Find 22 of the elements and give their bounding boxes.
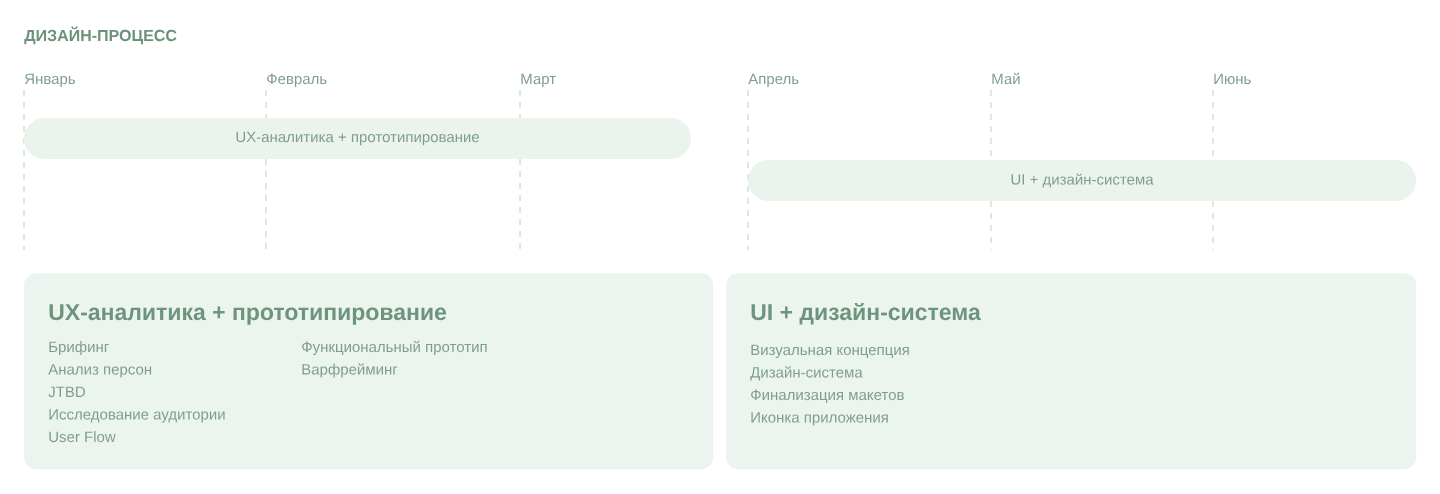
list-item: JTBD [48,386,85,398]
list-item: Анализ персон [48,364,152,378]
month-label: Июнь [1214,73,1251,85]
list-item: Функциональный прототип [302,340,487,356]
month-label: Февраль [267,73,327,88]
month-label: Январь [24,73,75,88]
card-heading: UI + дизайн-система [751,302,981,325]
list-item: Исследование аудитории [49,409,225,423]
list-item: Дизайн-система [750,366,863,381]
month-label: Май [992,72,1020,85]
timeline-bar: UX-аналитика + прототипирование [24,118,691,159]
list-item: Варфрейминг [302,363,398,378]
list-item: Иконка приложения [751,412,888,426]
month-label: Апрель [748,73,799,88]
list-item: User Flow [49,431,116,443]
list-item: Брифинг [49,341,109,356]
month-label: Март [521,73,556,88]
list-item: Финализация макетов [751,389,904,403]
timeline-bar: UI + дизайн-система [748,160,1416,201]
card-heading: UX-аналитика + прототипирование [49,304,447,325]
list-item: Визуальная концепция [751,344,909,359]
title: ДИЗАЙН-ПРОЦЕСС [24,26,177,45]
